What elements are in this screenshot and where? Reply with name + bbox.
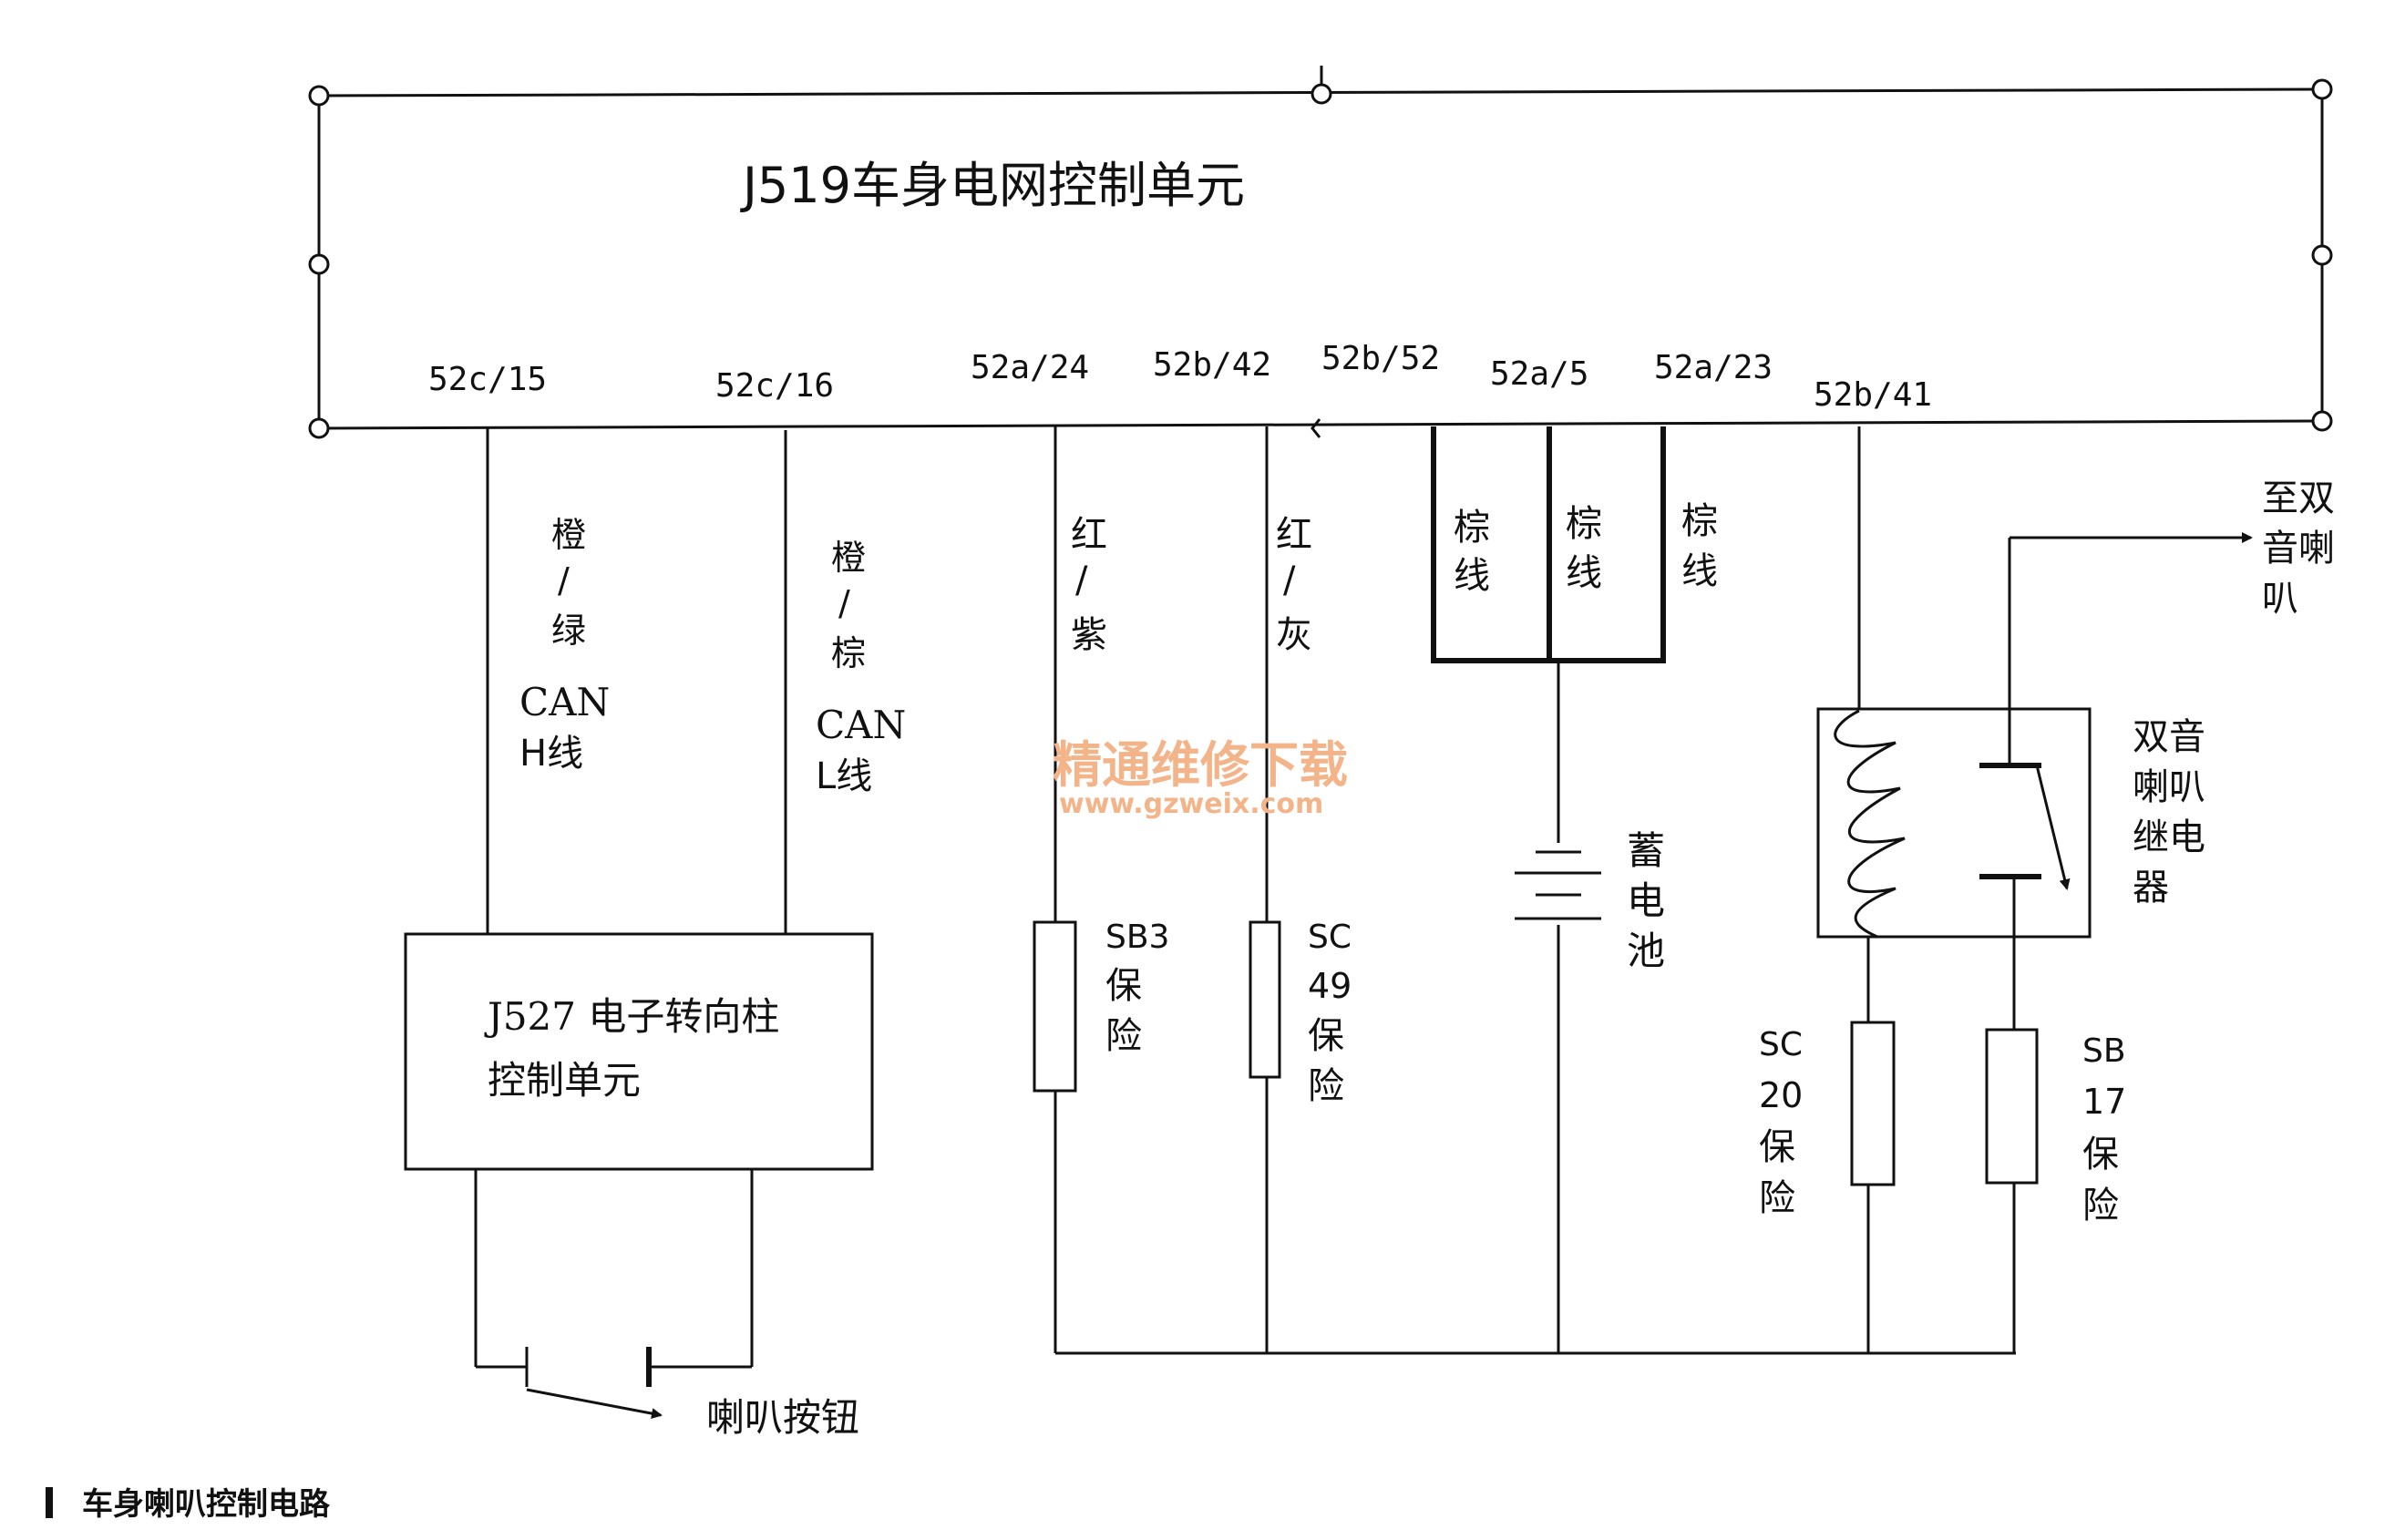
wire-color-label: 线	[1454, 555, 1490, 597]
fuse-label: 保	[1105, 965, 1142, 1007]
relay-label: 双音	[2133, 716, 2205, 758]
can-label: H线	[519, 733, 583, 775]
wire-color-label: 棕	[831, 633, 866, 673]
fuse-label: 保	[1308, 1015, 1344, 1057]
figure-caption: 车身喇叭控制电路	[46, 1486, 331, 1523]
wire-color-label: 线	[1681, 550, 1718, 592]
battery-label: 池	[1627, 929, 1665, 973]
fuse-label: SB	[2082, 1032, 2126, 1070]
watermark-url: www.gzweix.com	[1059, 788, 1323, 820]
horn-button-label: 喇叭按钮	[706, 1395, 859, 1440]
fuse-label: SB3	[1105, 919, 1169, 956]
can-label: L线	[816, 755, 872, 797]
battery-label: 蓄	[1627, 828, 1665, 873]
fuse-label: 49	[1308, 966, 1352, 1006]
terminal-dot	[1311, 83, 1332, 105]
fuse-sc49	[1249, 920, 1281, 1079]
wire-52a24: 红 / 紫 SB3 保 险	[1033, 426, 1169, 1353]
wire-color-label: /	[838, 583, 850, 623]
fuse-label: 险	[1105, 1015, 1142, 1057]
pin-label: 52c/15	[428, 361, 547, 398]
terminal-dot	[308, 417, 330, 439]
fuse-label: SC	[1308, 919, 1352, 956]
wire-color-label: 红	[1071, 514, 1107, 556]
pin-label: 52c/16	[715, 367, 834, 405]
wire-color-label: 棕	[1566, 503, 1602, 545]
relay-coil	[1834, 709, 1906, 939]
wire-52b42: 红 / 灰 SC 49 保 险	[1249, 426, 1352, 1353]
terminal-dot	[308, 85, 330, 107]
caption-text: 车身喇叭控制电路	[82, 1486, 331, 1523]
fuse-sb17	[1985, 1028, 2039, 1185]
direction-tick	[1311, 418, 1321, 438]
fuse-sb3	[1033, 920, 1077, 1093]
fuse-sc20-group: SC 20 保 险	[1759, 1021, 1896, 1219]
wire-color-label: 棕	[1454, 507, 1490, 549]
relay-label: 器	[2133, 867, 2169, 909]
j519-title: J519车身电网控制单元	[740, 157, 1245, 214]
wire-color-label: 橙	[551, 515, 586, 555]
can-h-wire: 橙 / 绿 CAN H线	[486, 428, 610, 934]
wire-color-label: 橙	[831, 538, 866, 578]
wire-color-label: 绿	[551, 611, 586, 651]
pin-label: 52a/24	[971, 349, 1089, 386]
brown-wires: 棕 线 棕 线 棕 线	[1431, 426, 1718, 1353]
relay-label: 继电	[2133, 816, 2205, 858]
watermark-title: 精通维修下载	[1053, 736, 1348, 794]
j527-steering-unit: J527 电子转向柱 控制单元	[404, 932, 874, 1171]
wire-color-label: 灰	[1276, 614, 1312, 656]
j527-label: J527 电子转向柱	[484, 994, 779, 1039]
can-l-wire: 橙 / 棕 CAN L线	[784, 430, 906, 934]
fuse-label: SC	[1759, 1026, 1803, 1063]
wire-color-label: /	[558, 560, 570, 601]
can-label: CAN	[519, 680, 610, 724]
pin-label: 52b/41	[1814, 376, 1932, 414]
relay-contact-arrow	[2035, 765, 2071, 890]
caption-bar	[46, 1487, 53, 1518]
wire-color-label: 紫	[1071, 614, 1107, 656]
wire-color-label: 红	[1276, 514, 1312, 556]
fuse-label: 保	[1759, 1126, 1795, 1168]
output-label: 叭	[2262, 578, 2298, 620]
dual-horn-relay: 双音 喇叭 继电 器 至双 音喇 叭	[1816, 426, 2335, 1353]
watermark: 精通维修下载 www.gzweix.com	[1053, 736, 1348, 820]
j527-label: 控制单元	[488, 1058, 641, 1103]
fuse-label: 保	[2082, 1134, 2119, 1176]
fuse-label: 险	[2082, 1185, 2119, 1227]
terminal-dot	[2311, 244, 2333, 266]
fuse-label: 20	[1759, 1075, 1803, 1115]
horn-button: 喇叭按钮	[474, 1169, 859, 1440]
battery-label: 电	[1627, 878, 1665, 923]
pin-labels: 52c/15 52c/16 52a/24 52b/42 52b/52 52a/5…	[428, 340, 1932, 414]
terminal-dot	[2311, 410, 2333, 432]
terminal-dot	[308, 253, 330, 275]
wire-color-label: /	[1283, 560, 1296, 601]
battery: 蓄 电 池	[1515, 828, 1665, 973]
switch-arrow	[526, 1388, 663, 1420]
pin-label: 52b/42	[1153, 346, 1271, 384]
relay-box	[1816, 707, 2092, 939]
pin-label: 52a/5	[1490, 355, 1588, 393]
wire-color-label: /	[1075, 560, 1088, 601]
output-label: 至双	[2262, 477, 2335, 519]
fuse-sc20	[1850, 1021, 1896, 1186]
fuse-label: 17	[2082, 1082, 2126, 1122]
fuse-label: 险	[1759, 1177, 1795, 1219]
j519-control-unit: J519车身电网控制单元	[308, 66, 2333, 439]
terminal-dot	[2311, 78, 2333, 100]
wire-color-label: 棕	[1681, 500, 1718, 542]
wire-color-label: 线	[1566, 552, 1602, 594]
fuse-sb17-group: SB 17 保 险	[1985, 1028, 2126, 1227]
pin-label: 52b/52	[1321, 340, 1440, 377]
fuse-label: 险	[1308, 1065, 1344, 1107]
relay-label: 喇叭	[2133, 766, 2205, 808]
pin-label: 52a/23	[1654, 349, 1773, 386]
output-label: 音喇	[2262, 528, 2335, 570]
can-label: CAN	[816, 703, 906, 747]
